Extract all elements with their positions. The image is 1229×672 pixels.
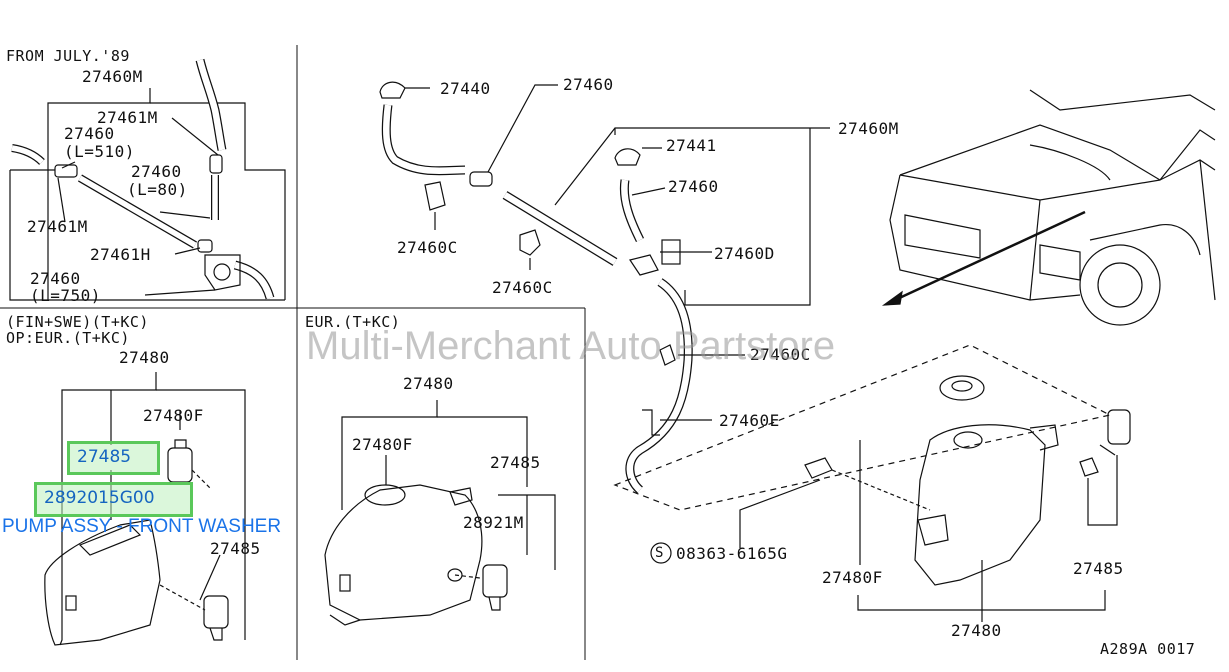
label-l750: (L=750) xyxy=(30,286,101,305)
label-27461m-top: 27461M xyxy=(97,108,158,127)
label-27480f-bottom-left: 27480F xyxy=(143,406,204,425)
label-28921m: 28921M xyxy=(463,513,524,532)
pump-assy-label[interactable]: PUMP ASSY - FRONT WASHER xyxy=(2,516,282,537)
highlight-27485-text: 27485 xyxy=(77,447,132,467)
label-27460c-1: 27460C xyxy=(397,238,458,257)
label-27460-l80: 27460 xyxy=(131,162,182,181)
top-left-linework xyxy=(9,58,286,301)
label-27480-right: 27480 xyxy=(951,621,1002,640)
label-27485-bottom-middle: 27485 xyxy=(490,453,541,472)
label-27460m-right: 27460M xyxy=(838,119,899,138)
panel-dividers xyxy=(0,45,586,660)
label-from-july-89: FROM JULY.'89 xyxy=(6,47,130,65)
highlight-27485[interactable] xyxy=(67,441,160,475)
label-fin-swe: (FIN+SWE)(T+KC) xyxy=(6,313,149,331)
label-eur-t-kc: EUR.(T+KC) xyxy=(305,313,401,331)
vehicle-outline xyxy=(889,89,1216,326)
label-27461h: 27461H xyxy=(90,245,151,264)
screw-symbol-letter: S xyxy=(655,545,664,561)
label-27485-bottom-left: 27485 xyxy=(210,539,261,558)
label-27480f-right: 27480F xyxy=(822,568,883,587)
label-27460e: 27460E xyxy=(719,411,780,430)
label-27460-l750: 27460 xyxy=(30,269,81,288)
label-l80: (L=80) xyxy=(127,180,188,199)
screw-symbol-circle xyxy=(650,542,672,564)
label-27441: 27441 xyxy=(666,136,717,155)
label-27460-right-top: 27460 xyxy=(563,75,614,94)
label-l510: (L=510) xyxy=(64,142,135,161)
label-27460c-3: 27460C xyxy=(750,345,811,364)
highlight-2892015g00[interactable] xyxy=(34,482,193,517)
figure-code: A289A 0017 xyxy=(1100,640,1196,658)
bottom-middle-linework xyxy=(324,400,556,626)
label-27480-bottom-left: 27480 xyxy=(119,348,170,367)
label-08363-6165g: 08363-6165G xyxy=(676,544,788,563)
label-27480-bottom-middle: 27480 xyxy=(403,374,454,393)
label-op-eur: OP:EUR.(T+KC) xyxy=(6,329,130,347)
label-27460-right-mid: 27460 xyxy=(668,177,719,196)
label-27460c-2: 27460C xyxy=(492,278,553,297)
label-27485-right: 27485 xyxy=(1073,559,1124,578)
highlight-2892015g00-text: 2892015G00 xyxy=(44,488,155,508)
label-27440: 27440 xyxy=(440,79,491,98)
watermark: Multi-Merchant Auto Partstore xyxy=(306,324,836,368)
label-27460-l510: 27460 xyxy=(64,124,115,143)
label-27480f-bottom-middle: 27480F xyxy=(352,435,413,454)
label-27461m-bottom: 27461M xyxy=(27,217,88,236)
right-panel-linework xyxy=(379,81,1216,622)
label-27460m-top-left: 27460M xyxy=(82,67,143,86)
label-27460d: 27460D xyxy=(714,244,775,263)
